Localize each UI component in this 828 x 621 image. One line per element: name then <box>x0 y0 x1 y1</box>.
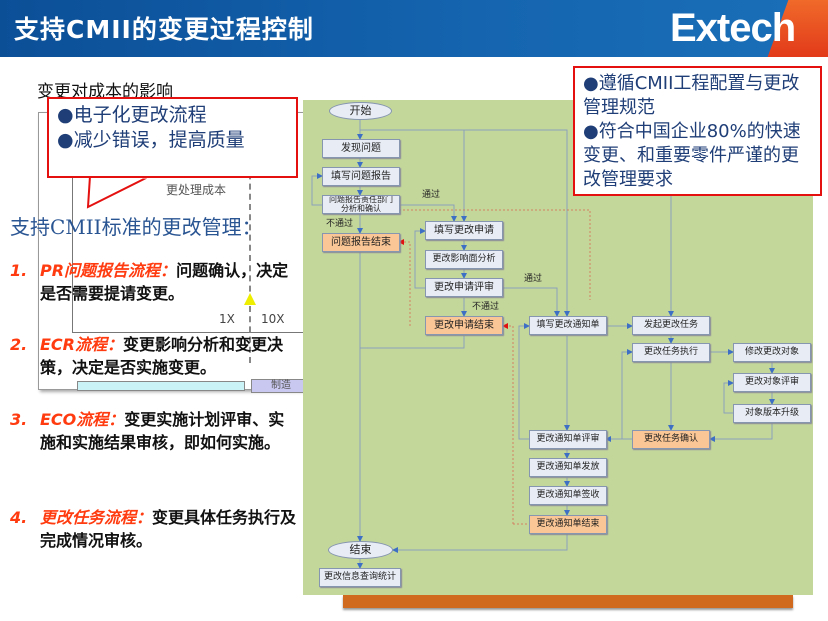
node-stats: 更改信息查询统计 <box>319 568 401 587</box>
node-fill-ecr: 填写更改申请 <box>425 221 503 240</box>
stage-bar <box>77 381 245 391</box>
extech-logo: Extech <box>670 6 796 50</box>
node-impact: 更改影响面分析 <box>425 250 503 269</box>
node-modify-obj: 修改更改对象 <box>733 343 811 362</box>
label-pass-2: 通过 <box>524 274 543 284</box>
support-heading: 支持CMII标准的更改管理： <box>10 215 262 239</box>
chart-divider <box>249 153 251 363</box>
callout-line: ●电子化更改流程 <box>57 104 207 126</box>
callout-cmii-compliance: ●遵循CMII工程配置与更改管理规范 ●符合中国企业80%的快速变更、和重要零件… <box>573 66 822 196</box>
list-item-task: 4. 更改任务流程：变更具体任务执行及完成情况审核。 <box>10 508 297 550</box>
node-eco-sign: 更改通知单签收 <box>529 486 607 505</box>
list-item-ecr: 2. ECR流程：变更影响分析和变更决策，决定是否实施变更。 <box>10 335 284 377</box>
callout-line: ●减少错误，提高质量 <box>57 129 245 151</box>
chart-y-label: 更处理成本 <box>166 183 227 197</box>
node-pr-analysis: 问题报告责任部门分析和确认 <box>322 195 400 214</box>
label-1x: 1X <box>219 312 235 326</box>
node-pr-end: 问题报告结束 <box>322 233 400 252</box>
node-fill-eco: 填写更改通知单 <box>529 316 607 335</box>
node-task-confirm: 更改任务确认 <box>632 430 710 449</box>
node-obj-review: 更改对象评审 <box>733 373 811 392</box>
label-fail-2: 不通过 <box>472 302 500 312</box>
node-obj-upgrade: 对象版本升级 <box>733 404 811 423</box>
triangle-marker-icon <box>244 293 256 305</box>
orange-bar <box>343 595 793 608</box>
list-item-eco: 3. ECO流程：变更实施计划评审、实施和实施结果审核，即如何实施。 <box>10 410 285 452</box>
slide-header: 支持CMII的变更过程控制 Extech <box>0 0 828 57</box>
callout-electronic-process: ●电子化更改流程 ●减少错误，提高质量 <box>47 97 298 178</box>
node-ecr-review: 更改申请评审 <box>425 278 503 297</box>
flow-end: 结束 <box>328 541 393 559</box>
node-eco-issue: 更改通知单发放 <box>529 458 607 477</box>
node-find: 发现问题 <box>322 139 400 158</box>
chart-axis <box>72 143 312 333</box>
label-10x: 10X <box>261 312 285 326</box>
node-ecr-end: 更改申请结束 <box>425 316 503 335</box>
list-item-pr: 1. PR问题报告流程：问题确认，决定是否需要提请变更。 <box>10 261 289 303</box>
label-fail-1: 不通过 <box>326 219 354 229</box>
callout-line: ●遵循CMII工程配置与更改管理规范 <box>583 73 800 118</box>
flow-start: 开始 <box>329 102 392 120</box>
slide-title: 支持CMII的变更过程控制 <box>14 15 314 44</box>
node-fill-pr: 填写问题报告 <box>322 167 400 186</box>
node-start-task: 发起更改任务 <box>632 316 710 335</box>
node-eco-end: 更改通知单结束 <box>529 515 607 534</box>
node-task-exec: 更改任务执行 <box>632 343 710 362</box>
callout-line: ●符合中国企业80%的快速变更、和重要零件严谨的更改管理要求 <box>583 121 801 190</box>
node-eco-review: 更改通知单评审 <box>529 430 607 449</box>
label-pass-1: 通过 <box>422 190 441 200</box>
